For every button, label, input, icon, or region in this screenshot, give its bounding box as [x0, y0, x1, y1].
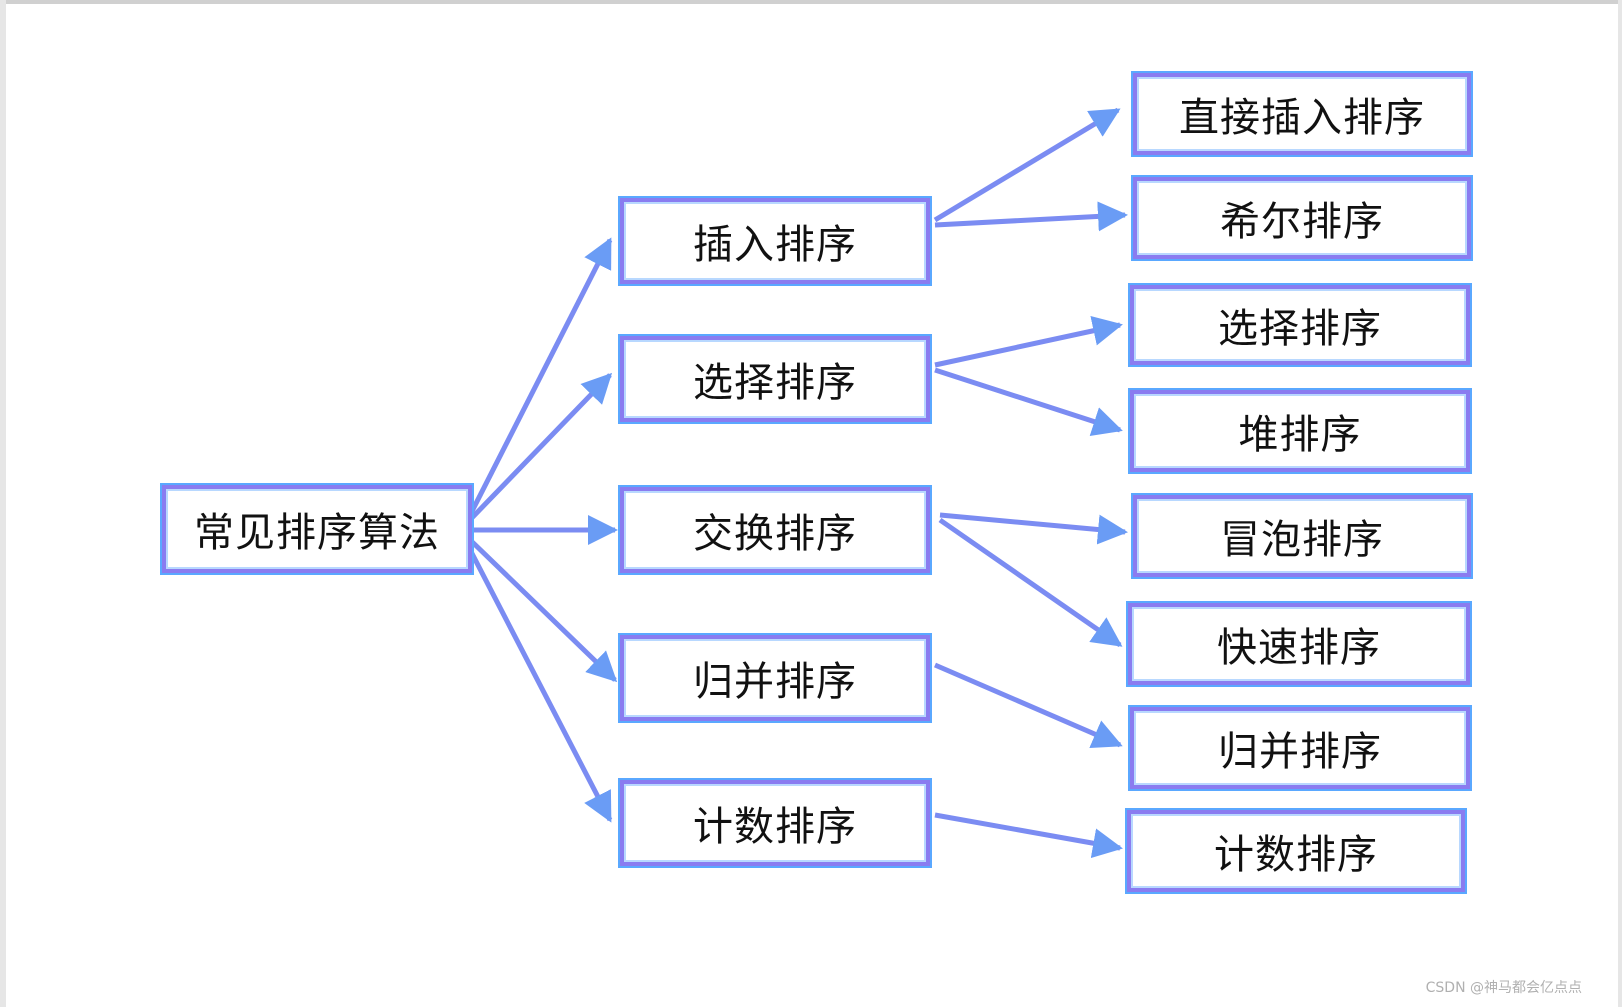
edge-root-counting — [462, 538, 613, 823]
edge-counting-counting — [934, 812, 1123, 859]
window-right-edge — [1618, 0, 1622, 1007]
category-node-counting: 计数排序 — [620, 780, 930, 866]
leaf-node-heap: 堆排序 — [1130, 390, 1470, 472]
leaf-node-selection: 选择排序 — [1130, 285, 1470, 365]
edge-insertion-direct — [933, 107, 1121, 223]
edge-insertion-shell — [934, 201, 1128, 232]
leaf-node-quick: 快速排序 — [1128, 603, 1470, 685]
leaf-node-bubble: 冒泡排序 — [1133, 495, 1471, 577]
leaf-node-shell: 希尔排序 — [1133, 177, 1471, 259]
leaf-node-merge: 归并排序 — [1130, 707, 1470, 789]
watermark-text: CSDN @神马都会亿点点 — [1425, 980, 1582, 996]
window-left-edge — [0, 0, 6, 1007]
leaf-node-counting: 计数排序 — [1127, 810, 1465, 892]
edge-exchange-quick — [938, 517, 1123, 648]
category-node-selection: 选择排序 — [620, 336, 930, 422]
category-node-insertion: 插入排序 — [620, 198, 930, 284]
window-top-edge — [0, 0, 1622, 4]
edge-merge-merge — [934, 662, 1123, 749]
edge-selection-select — [934, 316, 1123, 368]
edge-selection-heap — [934, 367, 1123, 436]
category-node-merge: 归并排序 — [620, 635, 930, 721]
edge-root-insertion — [462, 237, 613, 527]
edge-root-selection — [463, 372, 613, 527]
edge-exchange-bubble — [939, 512, 1128, 545]
root-node: 常见排序算法 — [162, 485, 472, 573]
edge-root-merge — [463, 533, 618, 683]
category-node-exchange: 交换排序 — [620, 487, 930, 573]
leaf-node-direct-insertion: 直接插入排序 — [1133, 73, 1471, 155]
